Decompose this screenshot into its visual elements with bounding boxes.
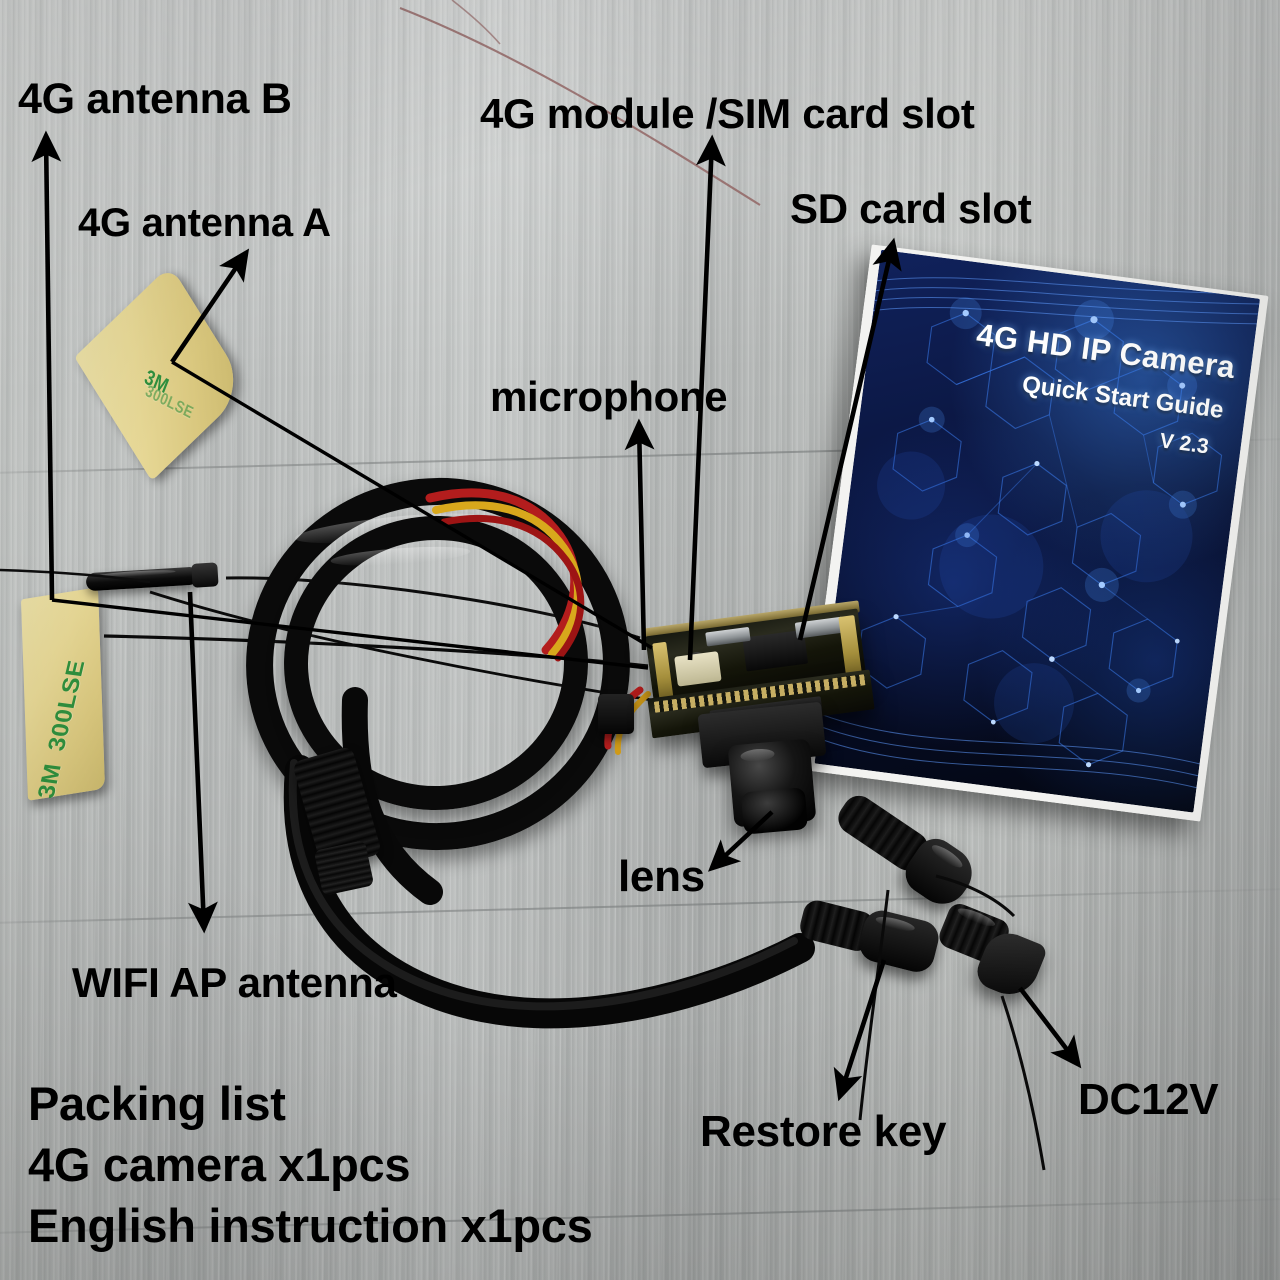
arrow-dc12v — [1018, 986, 1082, 1069]
callout-label-dc12v: DC12V — [1078, 1075, 1219, 1124]
booklet-cover: 4G HD IP Camera Quick Start Guide V 2.3 — [814, 249, 1261, 813]
callout-label-antenna-a: 4G antenna A — [78, 201, 331, 245]
arrow-restore-key — [833, 959, 887, 1102]
harness-connector-plug — [598, 694, 634, 734]
arrow-wifi-ap — [187, 591, 218, 934]
arrow-microphone — [624, 418, 655, 651]
arrow-lens — [708, 810, 774, 872]
hexagon-network-pattern — [814, 277, 1261, 791]
callout-label-restore-key: Restore key — [700, 1107, 947, 1156]
arrow-4g-module — [687, 134, 726, 661]
callout-label-4g-module: 4G module /SIM card slot — [480, 90, 975, 137]
callout-label-microphone: microphone — [490, 373, 728, 420]
tie-line-antenna-a — [171, 360, 653, 650]
arrow-antenna-a — [170, 248, 250, 364]
arrow-sd-slot — [797, 237, 902, 641]
packing-list-block: Packing list 4G camera x1pcs English ins… — [28, 1077, 593, 1249]
tie-line-antenna-b — [51, 598, 649, 670]
arrow-antenna-b — [31, 130, 62, 601]
packing-list-heading: Packing list — [28, 1077, 286, 1130]
callout-label-lens: lens — [618, 852, 705, 901]
callout-label-antenna-b: 4G antenna B — [18, 75, 292, 123]
callout-label-sd-slot: SD card slot — [790, 185, 1032, 232]
packing-list-item: 4G camera x1pcs — [28, 1138, 411, 1191]
quick-start-guide-booklet: 4G HD IP Camera Quick Start Guide V 2.3 — [803, 244, 1269, 822]
packing-list-item: English instruction x1pcs — [28, 1199, 593, 1252]
callout-label-wifi-ap: WIFI AP antenna — [72, 959, 397, 1006]
